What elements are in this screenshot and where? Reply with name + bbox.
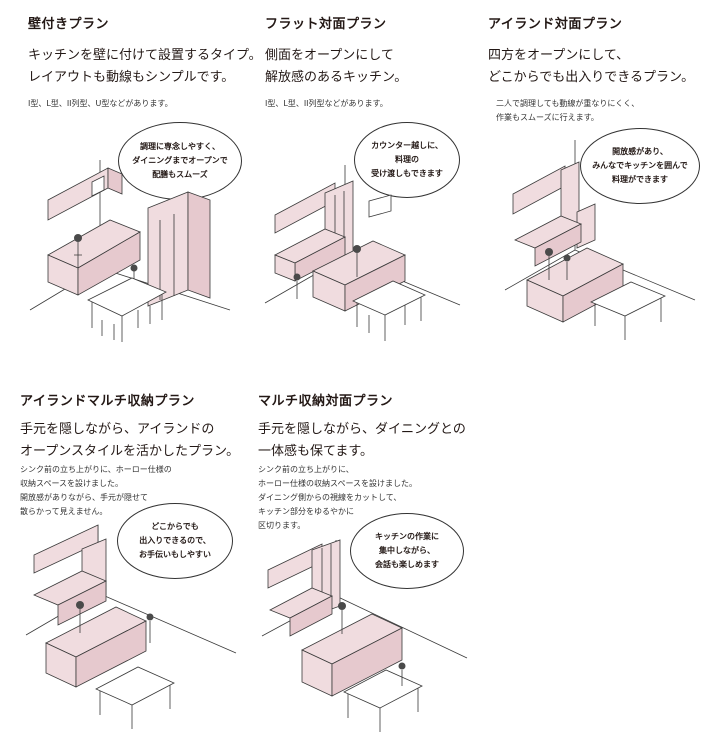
speech-bubble: どこからでも出入りできるので、お手伝いもしやすい bbox=[117, 503, 233, 579]
plan-title: 壁付きプラン bbox=[28, 17, 110, 32]
kitchen-illustration bbox=[29, 160, 231, 342]
speech-bubble: カウンター越しに、料理の受け渡しもできます bbox=[354, 122, 460, 198]
plan-note-1: シンク前の立ち上がりに、ホーロー仕様の bbox=[20, 465, 172, 474]
speech-bubble: 調理に専念しやすく、ダイニングまでオープンで配膳もスムーズ bbox=[118, 122, 242, 200]
plan-lead-1: 四方をオープンにして、 bbox=[488, 48, 630, 63]
kitchen-illustration bbox=[261, 539, 468, 732]
plan-note-1: 二人で調理しても動線が重なりにくく、 bbox=[496, 99, 640, 108]
kitchen-illustration bbox=[504, 140, 696, 340]
kitchen-illustration bbox=[25, 524, 237, 729]
speech-bubble: キッチンの作業に集中しながら、会話も楽しめます bbox=[350, 513, 464, 589]
plan-lead-1: 側面をオープンにして bbox=[265, 48, 394, 63]
plan-note-2: ホーロー仕様の収納スペースを設けました。 bbox=[258, 479, 418, 488]
plan-note-4: キッチン部分をゆるやかに bbox=[258, 507, 354, 516]
plan-note-2: 収納スペースを設けました。 bbox=[20, 479, 124, 488]
plan-title: マルチ収納対面プラン bbox=[258, 394, 394, 409]
plan-note-3: ダイニング側からの視線をカットして、 bbox=[258, 493, 402, 502]
plan-lead-2: どこからでも出入りできるプラン。 bbox=[488, 70, 695, 85]
plan-lead-2: レイアウトも動線もシンプルです。 bbox=[28, 70, 235, 85]
plan-title: アイランドマルチ収納プラン bbox=[20, 394, 195, 409]
kitchen-illustration bbox=[264, 165, 461, 341]
plan-title: アイランド対面プラン bbox=[488, 17, 623, 32]
plan-note-1: シンク前の立ち上がりに、 bbox=[258, 465, 354, 474]
plan-lead-1: キッチンを壁に付けて設置するタイプ。 bbox=[28, 48, 262, 63]
plan-note-2: 作業もスムーズに行えます。 bbox=[496, 113, 599, 122]
plan-lead-2: 一体感も保てます。 bbox=[258, 444, 374, 459]
speech-bubble: 開放感があり、みんなでキッチンを囲んで料理ができます bbox=[580, 128, 700, 204]
plan-lead-2: 解放感のあるキッチン。 bbox=[265, 70, 408, 85]
plan-lead-1: 手元を隠しながら、ダイニングとの bbox=[258, 422, 466, 437]
plan-note-4: 散らかって見えません。 bbox=[20, 507, 108, 516]
plan-note-5: 区切ります。 bbox=[258, 521, 306, 530]
plan-title: フラット対面プラン bbox=[265, 17, 387, 32]
plan-note-1: I型、L型、II列型、U型などがあります。 bbox=[28, 99, 173, 108]
plan-note-1: I型、L型、II列型などがあります。 bbox=[265, 99, 388, 108]
plan-note-3: 開放感がありながら、手元が隠せて bbox=[20, 493, 148, 502]
plan-lead-2: オープンスタイルを活かしたプラン。 bbox=[20, 444, 240, 459]
plan-lead-1: 手元を隠しながら、アイランドの bbox=[20, 422, 215, 437]
